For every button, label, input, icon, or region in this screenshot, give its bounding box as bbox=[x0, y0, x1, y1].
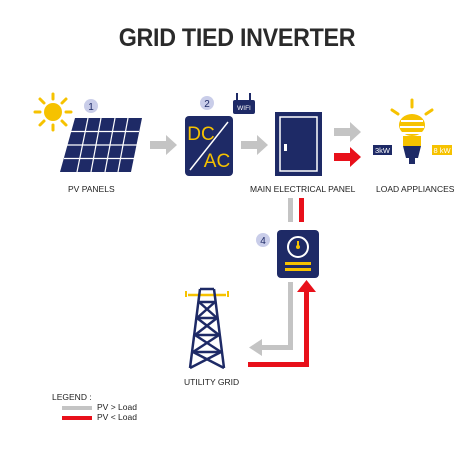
step-badge-1: 1 bbox=[84, 99, 98, 113]
label-utility-grid: UTILITY GRID bbox=[184, 377, 240, 387]
step-badge-2: 2 bbox=[200, 96, 214, 110]
step-number-1: 1 bbox=[88, 102, 94, 113]
wifi-router-icon: WIFI bbox=[233, 93, 255, 114]
load-left-value: 3kW bbox=[375, 146, 391, 155]
load-badge-8kw: 8 kW bbox=[432, 145, 452, 155]
label-main-panel: MAIN ELECTRICAL PANEL bbox=[250, 184, 356, 194]
label-pv-panels: PV PANELS bbox=[68, 184, 115, 194]
label-load-appliances: LOAD APPLIANCES bbox=[376, 184, 455, 194]
meter-icon bbox=[277, 230, 319, 278]
legend-title: LEGEND : bbox=[52, 392, 92, 402]
legend-swatch-red bbox=[62, 416, 92, 420]
load-badge-3kw: 3kW bbox=[373, 145, 392, 155]
legend-item-pv-less: PV < Load bbox=[97, 412, 137, 422]
gray-flow-meter-to-grid bbox=[249, 282, 293, 356]
arrow-panel-to-load-gray bbox=[334, 122, 361, 142]
connector-panel-meter-red bbox=[299, 198, 304, 222]
step-badge-4: 4 bbox=[256, 233, 270, 247]
red-flow-grid-to-meter bbox=[248, 280, 316, 367]
solar-panel-icon bbox=[60, 117, 142, 173]
arrow-panel-to-load-red bbox=[334, 147, 361, 167]
inverter-icon: DC AC bbox=[185, 116, 233, 176]
legend-swatch-gray bbox=[62, 406, 92, 410]
load-right-value: 8 kW bbox=[433, 146, 451, 155]
inverter-ac-text: AC bbox=[204, 151, 230, 172]
legend-item-pv-greater: PV > Load bbox=[97, 402, 137, 412]
arrow-inverter-to-panel bbox=[241, 135, 268, 155]
transmission-tower-icon bbox=[185, 287, 229, 370]
page-title: GRID TIED INVERTER bbox=[118, 24, 356, 52]
door-panel-icon bbox=[275, 112, 322, 176]
wifi-label: WIFI bbox=[237, 105, 251, 112]
inverter-dc-text: DC bbox=[187, 124, 214, 145]
sun-icon bbox=[33, 92, 73, 132]
bulb-icon bbox=[390, 98, 434, 164]
step-number-4: 4 bbox=[260, 236, 266, 247]
step-number-2: 2 bbox=[204, 99, 210, 110]
arrow-panel-to-inverter bbox=[150, 135, 177, 155]
connector-panel-meter-gray bbox=[288, 198, 293, 222]
